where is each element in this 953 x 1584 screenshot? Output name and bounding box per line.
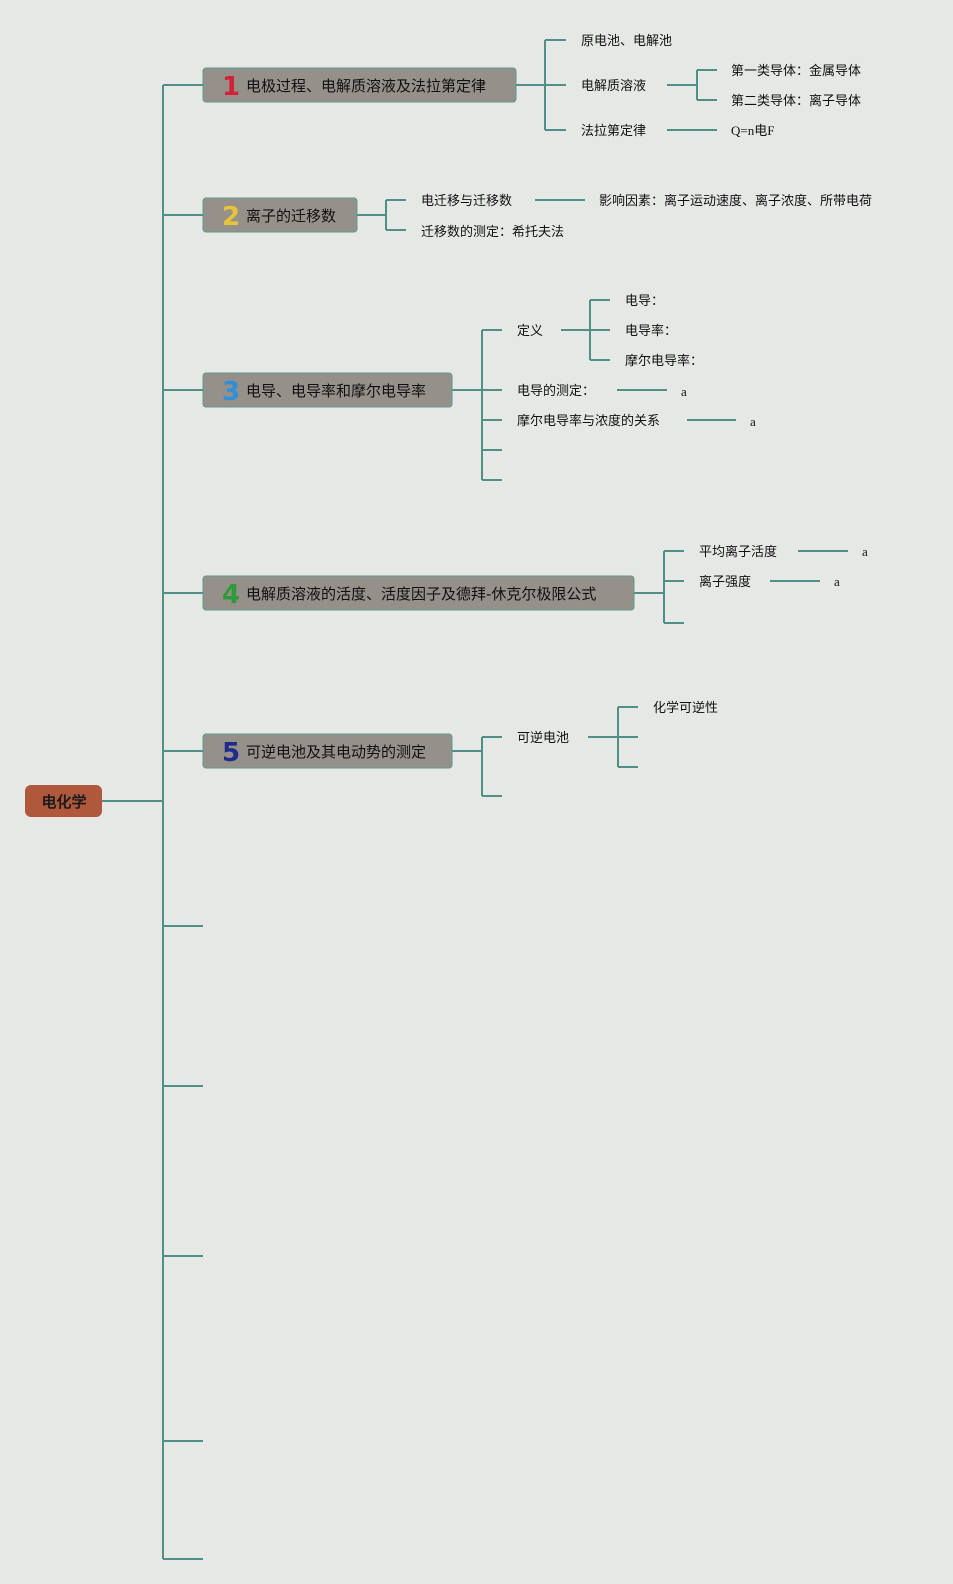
node-1-1[interactable]: 原电池、电解池 <box>581 34 672 49</box>
topic-3-node[interactable]: 3 电导、电导率和摩尔电导率 <box>202 372 453 408</box>
node-2-1[interactable]: 电迁移与迁移数 <box>421 194 512 209</box>
topic-label-4: 电解质溶液的活度、活度因子及德拜-休克尔极限公式 <box>246 585 596 603</box>
root-node[interactable]: 电化学 <box>25 785 102 817</box>
node-3-1-2[interactable]: 电导率： <box>625 323 677 339</box>
topic-number-3: 3 <box>222 377 240 407</box>
node-1-3[interactable]: 法拉第定律 <box>581 124 646 139</box>
topic-number-4: 4 <box>222 580 240 610</box>
topic-number-1: 1 <box>222 72 240 102</box>
topic-number-5: 5 <box>222 738 240 768</box>
node-3-1-3[interactable]: 摩尔电导率： <box>625 353 703 369</box>
connector-lines <box>102 39 848 1560</box>
topic-number-2: 2 <box>222 202 240 232</box>
node-4-2-1[interactable]: a <box>834 574 840 589</box>
topic-4-node[interactable]: 4 电解质溶液的活度、活度因子及德拜-休克尔极限公式 <box>202 575 635 611</box>
node-4-1-1[interactable]: a <box>862 544 868 559</box>
node-1-2[interactable]: 电解质溶液 <box>581 79 646 94</box>
topic-1-node[interactable]: 1 电极过程、电解质溶液及法拉第定律 <box>202 67 517 103</box>
node-3-3[interactable]: 摩尔电导率与浓度的关系 <box>517 413 660 429</box>
node-2-1-1[interactable]: 影响因素：离子运动速度、离子浓度、所带电荷 <box>599 193 872 209</box>
node-1-2-1[interactable]: 第一类导体：金属导体 <box>731 63 861 79</box>
node-3-2[interactable]: 电导的测定： <box>517 383 595 399</box>
node-3-1[interactable]: 定义 <box>517 324 543 339</box>
node-3-2-1[interactable]: a <box>681 384 687 399</box>
node-4-1[interactable]: 平均离子活度 <box>699 544 777 560</box>
topic-label-1: 电极过程、电解质溶液及法拉第定律 <box>246 77 486 95</box>
root-label: 电化学 <box>41 793 86 811</box>
node-5-1[interactable]: 可逆电池 <box>517 730 569 746</box>
node-3-1-1[interactable]: 电导： <box>625 294 664 309</box>
node-4-2[interactable]: 离子强度 <box>699 574 751 590</box>
topic-label-5: 可逆电池及其电动势的测定 <box>246 743 426 761</box>
node-1-3-1[interactable]: Q=n电F <box>731 123 774 138</box>
node-1-2-2[interactable]: 第二类导体：离子导体 <box>731 93 861 109</box>
topic-2-node[interactable]: 2 离子的迁移数 <box>202 197 358 233</box>
node-2-2[interactable]: 迁移数的测定：希托夫法 <box>421 224 564 240</box>
topic-5-node[interactable]: 5 可逆电池及其电动势的测定 <box>202 733 453 769</box>
node-3-3-1[interactable]: a <box>750 414 756 429</box>
topic-label-2: 离子的迁移数 <box>246 207 336 225</box>
topic-label-3: 电导、电导率和摩尔电导率 <box>246 382 426 400</box>
node-5-1-1[interactable]: 化学可逆性 <box>653 700 718 716</box>
